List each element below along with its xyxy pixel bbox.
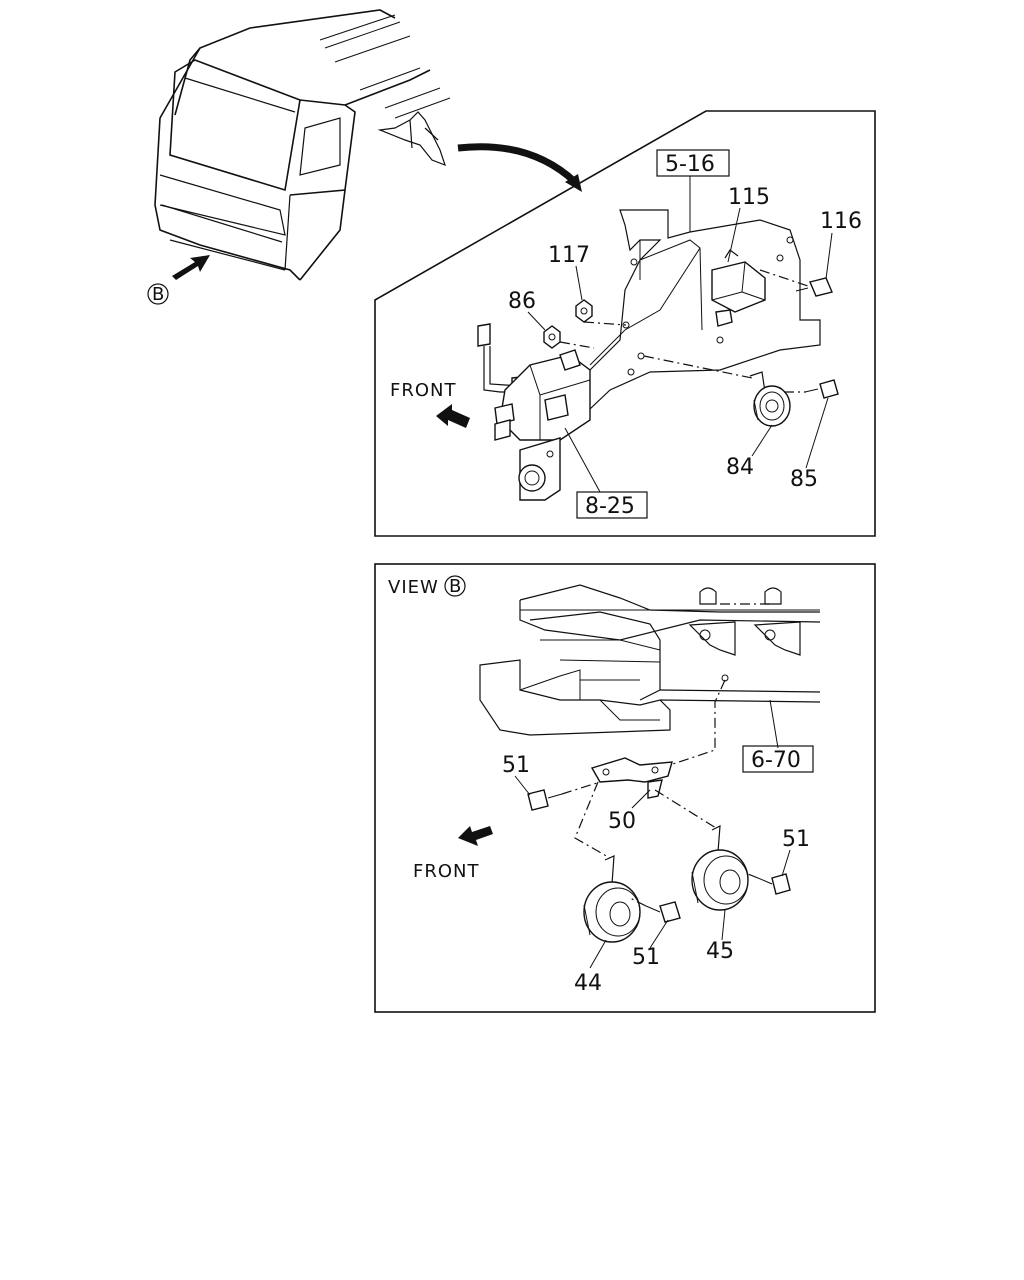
part-label-45: 45 [706,939,734,964]
truck-cab-overview: B [147,9,582,305]
part-label-86: 86 [508,289,536,314]
part-label-116: 116 [820,209,862,234]
part-label-44: 44 [574,971,602,996]
part-label-85: 85 [790,467,818,492]
part-label-115: 115 [728,185,770,210]
part-label-84: 84 [726,455,754,480]
lower-detail-panel: VIEW B [374,563,876,1013]
ref-box-5-16: 5-16 [665,152,715,177]
view-marker-b: B [152,284,165,305]
part-label-51-top: 51 [502,753,530,778]
part-label-117: 117 [548,243,590,268]
upper-detail-panel: FRONT 5-16 8-25 115 116 117 86 84 85 [374,110,876,537]
part-label-50: 50 [608,809,636,834]
front-label-upper: FRONT [390,380,457,401]
view-label: VIEW [388,577,439,598]
front-label-lower: FRONT [413,861,480,882]
part-label-51-right: 51 [782,827,810,852]
part-label-51-bottom: 51 [632,945,660,970]
view-marker-b-lower: B [449,576,462,597]
ref-box-6-70: 6-70 [751,748,801,773]
ref-box-8-25: 8-25 [585,494,635,519]
